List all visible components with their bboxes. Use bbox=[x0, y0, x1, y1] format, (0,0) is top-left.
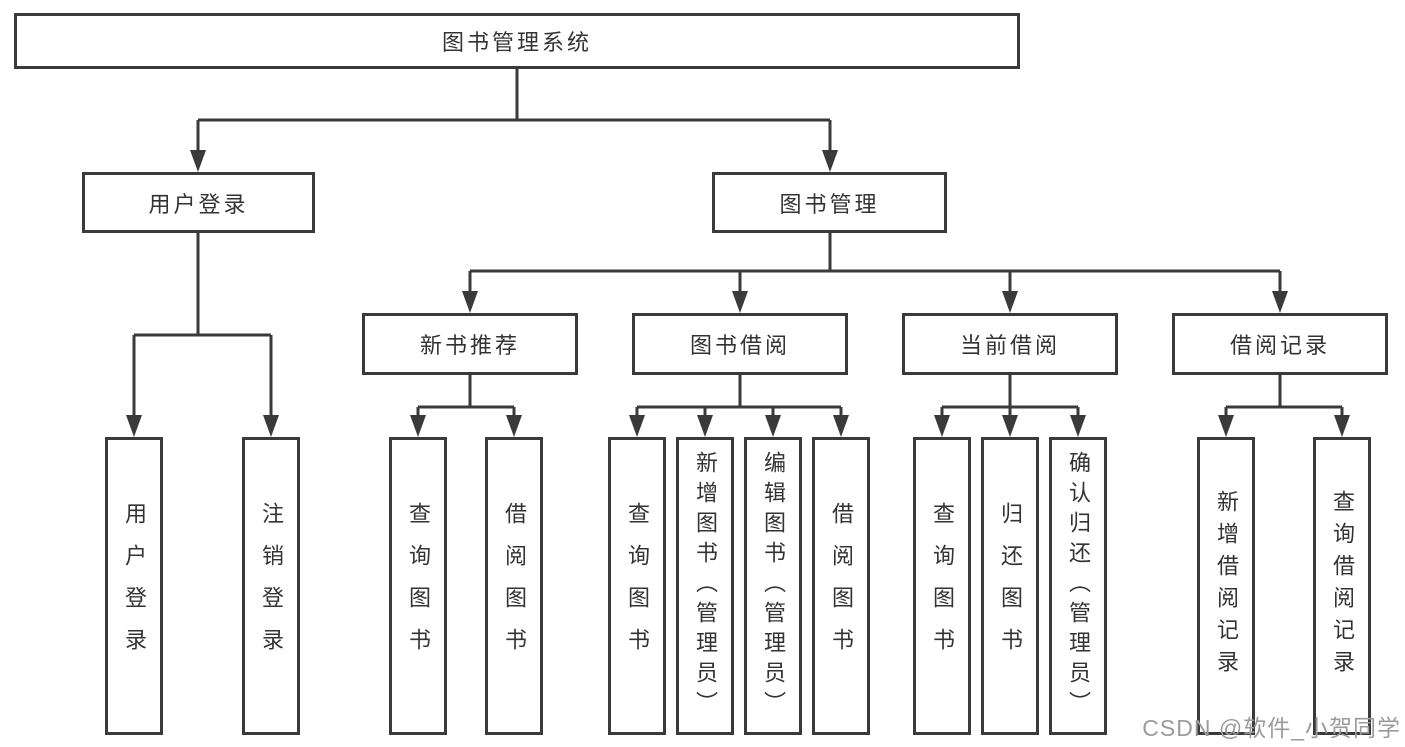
leaf-return-book: 归还图书 bbox=[981, 437, 1039, 735]
node-label: 查询图书 bbox=[625, 502, 650, 670]
leaf-query-books-borrow: 查询图书 bbox=[608, 437, 666, 735]
leaf-query-books-recommend: 查询图书 bbox=[389, 437, 447, 735]
node-label: 新增借阅记录 bbox=[1214, 490, 1239, 682]
leaf-user-login: 用户登录 bbox=[105, 437, 163, 735]
node-current-borrow: 当前借阅 bbox=[902, 313, 1118, 375]
node-label: 用户登录 bbox=[148, 191, 249, 217]
watermark-text: CSDN @软件_小贺同学 bbox=[1142, 715, 1401, 741]
node-label: 图书借阅 bbox=[689, 333, 790, 358]
node-label: 当前借阅 bbox=[959, 333, 1060, 358]
leaf-query-borrow-record: 查询借阅记录 bbox=[1313, 437, 1371, 735]
node-label: 编辑图书（管理员） bbox=[761, 451, 786, 721]
leaf-query-books-current: 查询图书 bbox=[913, 437, 971, 735]
node-label: 图书管理系统 bbox=[441, 30, 592, 55]
node-label: 借阅图书 bbox=[829, 502, 854, 670]
node-label: 新增图书（管理员） bbox=[693, 451, 718, 721]
node-label: 查询借阅记录 bbox=[1330, 490, 1355, 682]
node-label: 注销登录 bbox=[259, 502, 284, 670]
node-label: 用户登录 bbox=[122, 502, 147, 670]
node-label: 查询图书 bbox=[406, 502, 431, 670]
node-borrow-records: 借阅记录 bbox=[1172, 313, 1388, 375]
node-label: 查询图书 bbox=[930, 502, 955, 670]
node-label: 确认归还（管理员） bbox=[1066, 451, 1091, 721]
node-new-book-recommend: 新书推荐 bbox=[362, 313, 578, 375]
arrowheads bbox=[126, 150, 1350, 437]
node-label: 归还图书 bbox=[998, 502, 1023, 670]
node-book-management: 图书管理 bbox=[712, 172, 947, 233]
leaf-borrow-books-recommend: 借阅图书 bbox=[485, 437, 543, 735]
leaf-borrow-books: 借阅图书 bbox=[812, 437, 870, 735]
node-user-login: 用户登录 bbox=[82, 172, 315, 233]
leaf-confirm-return-admin: 确认归还（管理员） bbox=[1049, 437, 1107, 735]
node-label: 借阅记录 bbox=[1229, 333, 1330, 358]
node-label: 新书推荐 bbox=[419, 333, 520, 358]
leaf-add-book-admin: 新增图书（管理员） bbox=[676, 437, 734, 735]
node-root-system: 图书管理系统 bbox=[14, 13, 1020, 69]
node-label: 借阅图书 bbox=[502, 502, 527, 670]
node-label: 图书管理 bbox=[779, 191, 880, 217]
leaf-add-borrow-record: 新增借阅记录 bbox=[1197, 437, 1255, 735]
leaf-edit-book-admin: 编辑图书（管理员） bbox=[744, 437, 802, 735]
node-book-borrow: 图书借阅 bbox=[632, 313, 848, 375]
leaf-logout: 注销登录 bbox=[242, 437, 300, 735]
